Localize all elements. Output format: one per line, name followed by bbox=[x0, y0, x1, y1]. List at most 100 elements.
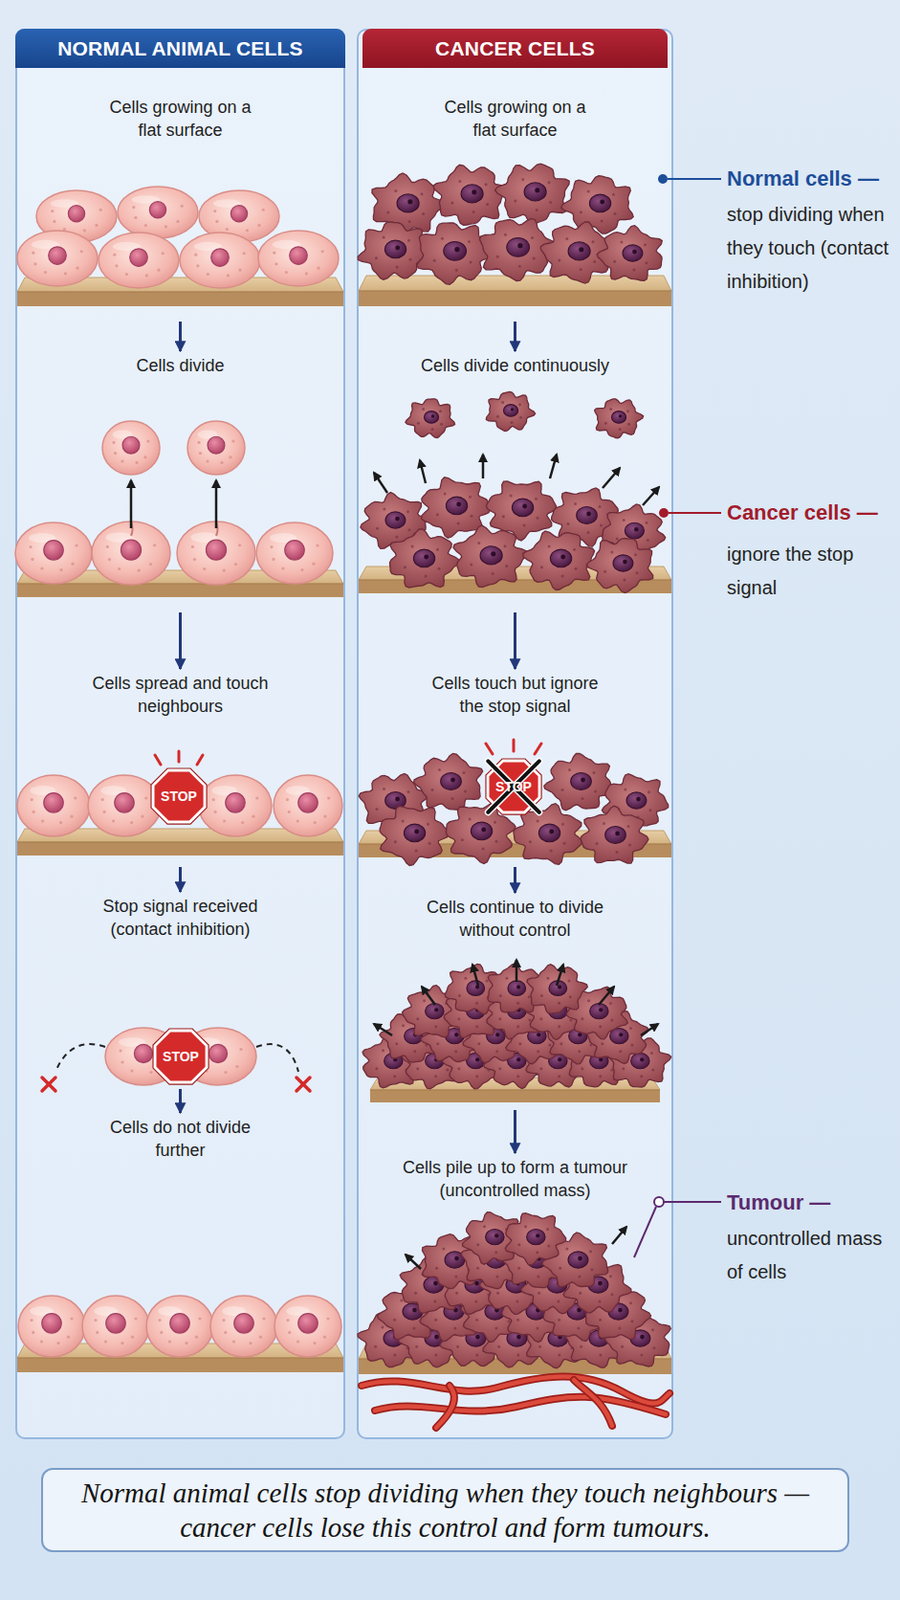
cell-speck bbox=[433, 1298, 437, 1302]
cancer-cell bbox=[605, 1310, 672, 1366]
cell-speck bbox=[412, 1325, 416, 1329]
cell-speck bbox=[108, 557, 111, 561]
step-group: Cells growing on a flat surface bbox=[364, 95, 666, 322]
flow-arrow bbox=[178, 321, 182, 352]
cell-nucleolus bbox=[618, 1031, 623, 1036]
cell-body bbox=[414, 752, 483, 810]
cancer-cell bbox=[462, 1211, 526, 1265]
cell-speck bbox=[506, 1318, 510, 1322]
cell-nucleus bbox=[445, 496, 467, 515]
cell-speck bbox=[193, 557, 197, 561]
cell-body bbox=[422, 1233, 489, 1289]
cancer-cell bbox=[419, 1283, 485, 1340]
cell-speck bbox=[615, 537, 619, 541]
cell-nucleus bbox=[622, 244, 643, 262]
cell-shine bbox=[194, 241, 222, 251]
cell-body bbox=[564, 1311, 632, 1367]
cell-body bbox=[485, 481, 556, 541]
cell-speck bbox=[460, 837, 464, 841]
cross-outline bbox=[487, 760, 539, 812]
cell-speck bbox=[629, 1300, 633, 1304]
cell-nucleolus bbox=[481, 826, 486, 832]
cell-speck bbox=[466, 1267, 470, 1271]
cell-speck bbox=[461, 1271, 465, 1274]
cell-nucleus bbox=[444, 1251, 465, 1268]
cancer-cell bbox=[372, 173, 445, 234]
cell-speck bbox=[440, 1297, 444, 1301]
cell-speck bbox=[611, 1345, 615, 1349]
cell-speck bbox=[548, 1318, 551, 1322]
cell-speck bbox=[64, 271, 67, 275]
cell-nucleus bbox=[120, 539, 141, 560]
board-front bbox=[358, 1358, 672, 1374]
cell-speck bbox=[516, 1001, 520, 1005]
cell-speck bbox=[465, 1249, 469, 1252]
alert-dash bbox=[154, 754, 161, 765]
cell-speck bbox=[493, 820, 497, 824]
cell-nucleus bbox=[465, 1329, 486, 1346]
cell-body bbox=[525, 987, 587, 1040]
cell-nucleolus bbox=[454, 1031, 459, 1036]
cell-speck bbox=[144, 223, 148, 227]
cell-speck bbox=[442, 1023, 446, 1027]
cell-speck bbox=[610, 1068, 614, 1072]
cell-speck bbox=[548, 1249, 551, 1252]
cell-body bbox=[379, 805, 450, 865]
cell-speck bbox=[535, 208, 539, 212]
cell-speck bbox=[436, 512, 440, 516]
cell-speck bbox=[616, 807, 620, 811]
cell-body bbox=[453, 525, 527, 587]
cell-body bbox=[596, 225, 662, 282]
cell-speck bbox=[592, 240, 595, 243]
cell-speck bbox=[143, 455, 147, 459]
cell-speck bbox=[439, 422, 443, 426]
cell-speck bbox=[382, 236, 386, 240]
cell-shine bbox=[197, 430, 219, 440]
cancer-cell bbox=[587, 1010, 649, 1064]
cell-speck bbox=[628, 843, 632, 847]
cell-body bbox=[523, 530, 595, 591]
alert-marks bbox=[154, 739, 542, 765]
blood-vessel bbox=[436, 1384, 455, 1427]
cell-nucleolus bbox=[639, 1056, 644, 1061]
cell-speck bbox=[475, 1074, 479, 1077]
cell-speck bbox=[581, 796, 585, 800]
cell-speck bbox=[548, 180, 551, 184]
board-edge bbox=[370, 1089, 660, 1091]
cell-speck bbox=[133, 216, 137, 220]
cell-speck bbox=[530, 236, 534, 240]
cell-speck bbox=[423, 1026, 427, 1030]
cell-nucleolus bbox=[534, 187, 540, 193]
cell-speck bbox=[548, 200, 552, 204]
cancer-cell bbox=[483, 1036, 547, 1089]
cell-speck bbox=[502, 514, 505, 518]
cell-speck bbox=[226, 273, 230, 277]
cell-speck bbox=[428, 841, 432, 845]
cell-body bbox=[198, 190, 280, 242]
cell-body bbox=[586, 1283, 652, 1340]
cancer-cell bbox=[397, 1312, 465, 1367]
cell-speck bbox=[510, 420, 514, 424]
cell-nucleolus bbox=[597, 1280, 603, 1286]
cell-speck bbox=[557, 1024, 561, 1028]
cell-speck bbox=[504, 1048, 508, 1052]
cell-speck bbox=[29, 1317, 33, 1321]
cell-speck bbox=[588, 1026, 592, 1030]
cancer-cell bbox=[357, 221, 431, 280]
cell-speck bbox=[462, 770, 466, 774]
cancer-cell bbox=[390, 528, 460, 588]
cell-speck bbox=[103, 810, 107, 813]
cell-speck bbox=[426, 822, 430, 826]
cell-nucleus bbox=[605, 826, 627, 844]
cell-speck bbox=[198, 451, 202, 455]
cell-speck bbox=[161, 251, 165, 255]
cancer-cell bbox=[422, 1233, 489, 1289]
cell-body bbox=[256, 522, 333, 584]
cell-nucleus bbox=[549, 548, 571, 568]
board bbox=[358, 830, 672, 857]
cell-speck bbox=[557, 259, 561, 263]
alert-dash bbox=[534, 743, 542, 754]
cell-nucleus bbox=[149, 201, 166, 219]
cell-body bbox=[485, 391, 535, 431]
cell-speck bbox=[475, 1352, 479, 1356]
